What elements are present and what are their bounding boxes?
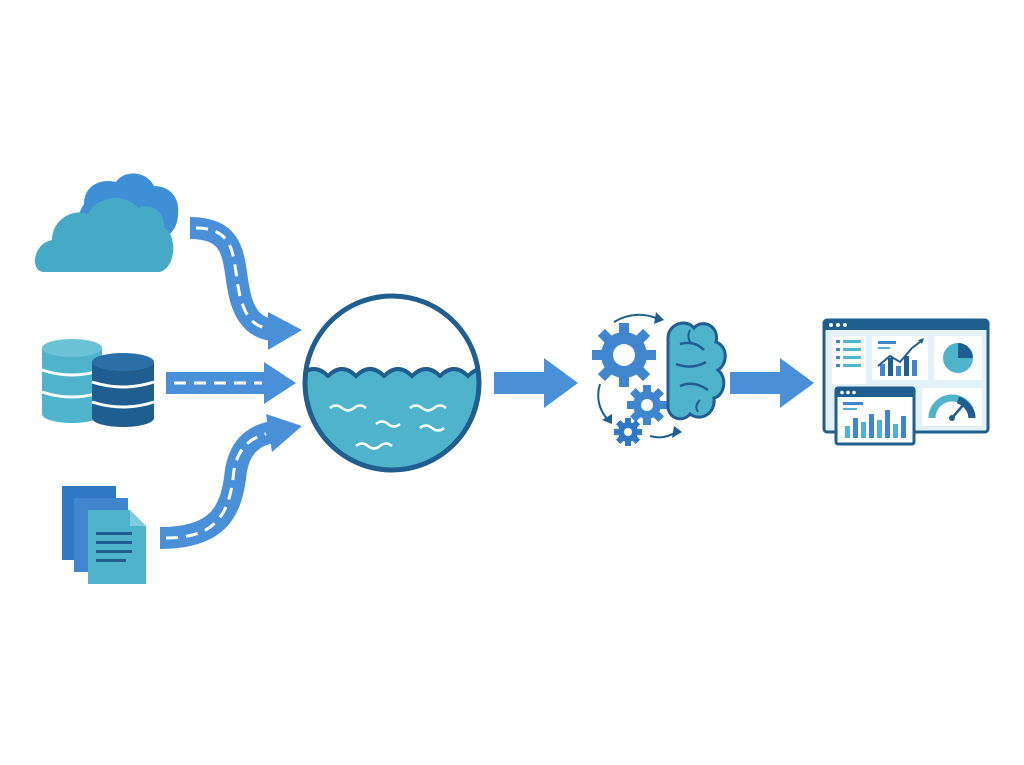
gears-icon: [592, 323, 667, 446]
arrow-database-to-lake: [166, 362, 296, 404]
arrow-documents-to-lake: [159, 414, 302, 549]
dashboard-icon: [822, 318, 990, 446]
database-front: [91, 353, 155, 427]
arrow-processing-to-dashboard: [730, 358, 814, 408]
cycle-arrows-icon: [597, 312, 682, 439]
database-icon: [41, 339, 155, 427]
data-lake-icon: [302, 293, 482, 473]
brain-icon: [666, 321, 727, 421]
dashboard-pie-chart: [934, 336, 982, 380]
cloud-icon: [34, 173, 179, 272]
dashboard-line-chart: [872, 336, 928, 380]
arrow-lake-to-processing: [494, 358, 578, 408]
dashboard-gauge: [922, 388, 982, 426]
documents-icon: [62, 486, 146, 584]
arrow-cloud-to-lake: [189, 217, 302, 350]
dashboard-bar-chart-window: [834, 386, 916, 446]
dashboard-sidebar: [832, 336, 866, 384]
